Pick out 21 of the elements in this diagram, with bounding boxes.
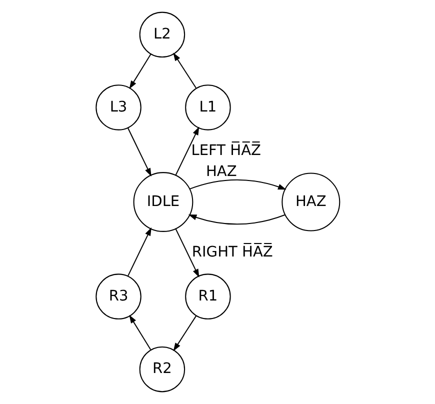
node-circle: L1 <box>184 84 230 130</box>
arrow <box>127 128 151 176</box>
arrow <box>172 316 196 352</box>
node-circle: L2 <box>138 12 185 58</box>
arrow <box>174 228 199 278</box>
arrow <box>174 126 199 176</box>
edge-label: HAZ <box>205 162 236 180</box>
node-circle: IDLE <box>132 172 193 232</box>
arrow <box>128 54 151 90</box>
node-circle: R3 <box>95 274 141 320</box>
edge-label: LEFT H̅A̅Z̅ <box>190 142 261 159</box>
node-circle: L3 <box>95 84 141 130</box>
node-circle: R1 <box>184 274 230 320</box>
arrow <box>126 227 151 276</box>
node-circle: HAZ <box>281 172 340 232</box>
arrow <box>128 314 151 350</box>
node-circle: R2 <box>138 346 185 392</box>
edge-label: RIGHT H̅A̅Z̅ <box>191 244 272 261</box>
arrow <box>172 52 196 88</box>
arrow <box>189 179 286 190</box>
arrow <box>188 214 285 225</box>
